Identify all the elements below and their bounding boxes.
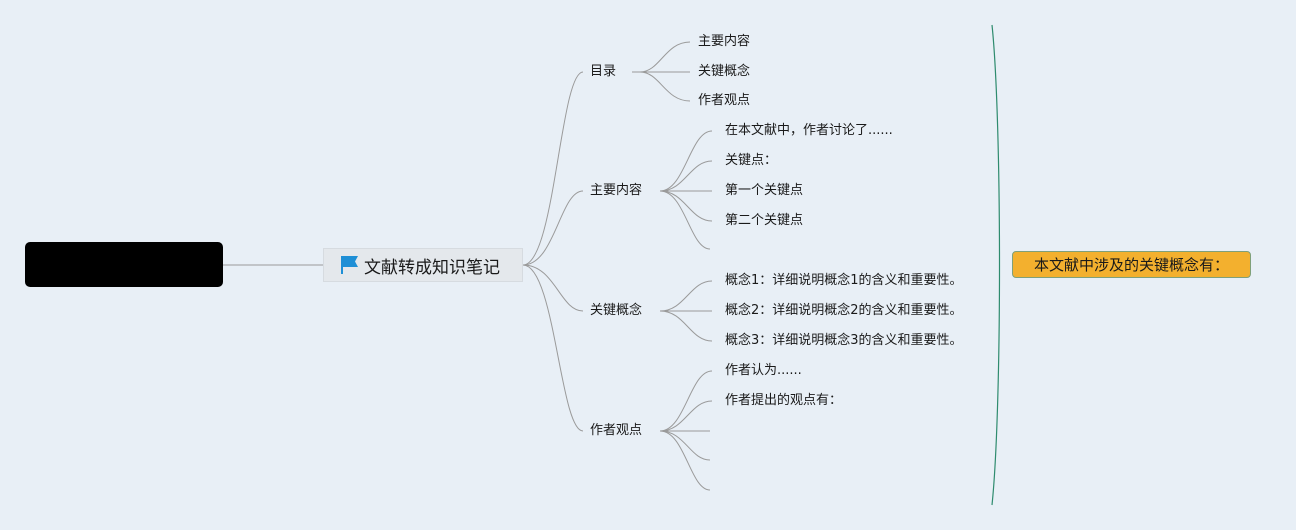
central-topic[interactable]: 文献转成知识笔记 xyxy=(323,248,523,282)
connector-concept-child xyxy=(659,280,713,312)
connector-view-child xyxy=(659,400,713,432)
summary-bracket xyxy=(991,24,1001,506)
main-content-item[interactable]: 关键点： xyxy=(725,153,778,168)
connector-key-concepts xyxy=(522,264,584,312)
connector-view-child xyxy=(659,370,713,432)
main-content-item[interactable]: 在本文献中，作者讨论了...... xyxy=(725,123,893,138)
main-content-item[interactable]: 第二个关键点 xyxy=(725,213,804,228)
main-content-item[interactable]: 第一个关键点 xyxy=(725,183,804,198)
concept-item[interactable]: 概念3：详细说明概念3的含义和重要性。 xyxy=(725,333,963,348)
branch-main-content[interactable]: 主要内容 xyxy=(590,183,643,198)
flag-icon xyxy=(341,256,358,274)
connector-catalog-child xyxy=(639,41,691,73)
connector-main-child xyxy=(659,190,711,250)
catalog-item[interactable]: 主要内容 xyxy=(698,34,751,49)
concept-item[interactable]: 概念2：详细说明概念2的含义和重要性。 xyxy=(725,303,963,318)
branch-key-concepts[interactable]: 关键概念 xyxy=(590,303,643,318)
connector-main-child xyxy=(659,190,713,222)
branch-author-views[interactable]: 作者观点 xyxy=(590,423,643,438)
catalog-item[interactable]: 关键概念 xyxy=(698,64,751,79)
catalog-item[interactable]: 作者观点 xyxy=(698,93,751,108)
connector-main-child xyxy=(659,130,713,192)
view-item[interactable]: 作者提出的观点有： xyxy=(725,393,843,408)
connector-view-child xyxy=(659,430,711,491)
connector-author-views xyxy=(522,264,584,432)
connector-catalog xyxy=(522,71,584,266)
branch-catalog[interactable]: 目录 xyxy=(590,64,617,79)
connector-view-child xyxy=(659,430,711,461)
root-node[interactable] xyxy=(25,242,223,287)
concept-item[interactable]: 概念1：详细说明概念1的含义和重要性。 xyxy=(725,273,963,288)
connector-main-content xyxy=(522,190,584,266)
connector-concept-child xyxy=(659,310,713,342)
view-item[interactable]: 作者认为...... xyxy=(725,363,802,378)
central-topic-label: 文献转成知识笔记 xyxy=(364,257,500,278)
connector-main-child xyxy=(659,160,713,192)
summary-label: 本文献中涉及的关键概念有： xyxy=(1033,256,1229,274)
summary-node[interactable]: 本文献中涉及的关键概念有： xyxy=(1012,251,1251,278)
connector-catalog-child xyxy=(639,71,691,102)
